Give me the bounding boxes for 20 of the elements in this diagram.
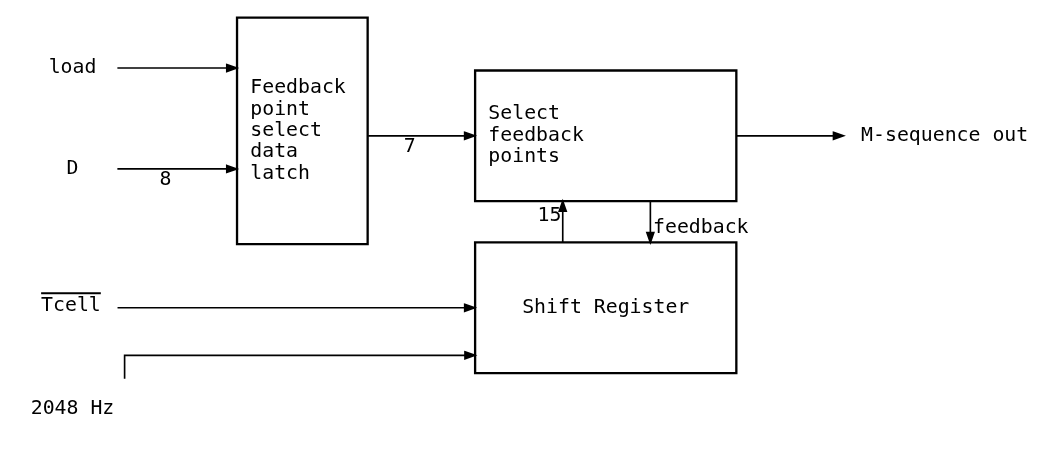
arrow (116, 302, 478, 312)
node-box: Feedback point select data latch (235, 15, 369, 245)
node-box: Select feedback points (473, 68, 738, 202)
arrow (645, 200, 655, 245)
node-text: Tcell (41, 292, 101, 316)
node-text: load (48, 54, 97, 78)
arrow (123, 350, 478, 380)
node-text: M-sequence out (861, 122, 1029, 146)
arrow (116, 62, 240, 73)
node-text: D (66, 155, 79, 179)
edge-label: 7 (403, 133, 416, 157)
arrow (367, 130, 478, 140)
edge-label: 8 (159, 166, 172, 190)
arrow (558, 198, 568, 243)
node-box: Shift Register (473, 240, 738, 374)
node-text: 2048 Hz (30, 395, 115, 419)
arrow (735, 130, 846, 140)
edge-label: feedback (653, 214, 749, 238)
edge-label: 15 (537, 202, 562, 226)
arrow (116, 163, 240, 174)
